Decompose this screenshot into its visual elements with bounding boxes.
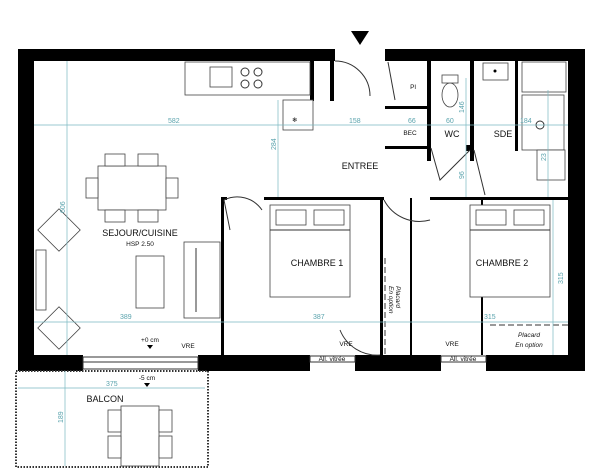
placard-option-chambre-1: En option bbox=[387, 286, 394, 314]
bathroom-fixtures bbox=[441, 61, 567, 181]
toilet-icon bbox=[441, 82, 459, 108]
svg-text:❄: ❄ bbox=[292, 116, 298, 124]
entrance-arrow-icon bbox=[351, 31, 369, 45]
level-interior: +0 cm bbox=[141, 337, 159, 344]
dim-582: 582 bbox=[168, 118, 180, 125]
dim-284: 284 bbox=[271, 138, 278, 150]
room-label-wc: WC bbox=[445, 129, 460, 139]
alt-vitree-chambre-2: All. vitrée bbox=[450, 356, 477, 363]
room-label-chambre-1: CHAMBRE 1 bbox=[291, 258, 344, 268]
placard-outlines bbox=[384, 258, 568, 355]
dim-387: 387 bbox=[313, 314, 325, 321]
level-marker-icon bbox=[147, 345, 153, 349]
placard-option-chambre-2: En option bbox=[515, 342, 543, 349]
bed-chambre-2 bbox=[469, 204, 551, 298]
dim-96: 96 bbox=[459, 171, 466, 179]
dim-184: 184 bbox=[520, 118, 532, 125]
windows bbox=[82, 355, 487, 370]
room-label-pl: Pl bbox=[410, 84, 416, 91]
sink-icon bbox=[209, 66, 233, 88]
fridge-icon bbox=[282, 99, 314, 131]
level-balcony: -5 cm bbox=[139, 375, 155, 382]
room-label-balcon: BALCON bbox=[86, 394, 123, 404]
dim-189: 189 bbox=[58, 411, 65, 423]
room-label-sde: SDE bbox=[494, 129, 513, 139]
dim-375: 375 bbox=[106, 381, 118, 388]
placard-label-chambre-1: Placard bbox=[394, 286, 401, 308]
room-label-chambre-2: CHAMBRE 2 bbox=[476, 258, 529, 268]
dim-66: 66 bbox=[408, 118, 416, 125]
kitchen-counter: ❄ bbox=[184, 61, 314, 131]
dim-23: 23 bbox=[541, 153, 548, 161]
living-furniture bbox=[35, 208, 221, 350]
vre-label-chambre-2: VRE bbox=[445, 341, 459, 348]
vre-label-sejour: VRE bbox=[181, 343, 195, 350]
room-height: HSP 2.50 bbox=[126, 241, 154, 248]
vre-label-chambre-1: VRE bbox=[339, 341, 353, 348]
room-label-bec: BEC bbox=[403, 130, 417, 137]
level-marker-icon bbox=[144, 383, 150, 387]
dim-146: 146 bbox=[459, 101, 466, 113]
room-label-sejour: SEJOUR/CUISINE bbox=[102, 228, 178, 238]
dim-60: 60 bbox=[446, 118, 454, 125]
placard-label-chambre-2: Placard bbox=[518, 332, 540, 339]
outer-walls bbox=[18, 49, 585, 371]
bed-chambre-1 bbox=[269, 204, 351, 298]
dim-315-v: 315 bbox=[558, 272, 565, 284]
room-label-entree: ENTREE bbox=[342, 161, 379, 171]
dimension-lines bbox=[18, 61, 568, 466]
dim-158: 158 bbox=[349, 118, 361, 125]
dim-606: 606 bbox=[60, 201, 67, 213]
dining-table bbox=[85, 153, 179, 223]
balcony bbox=[15, 370, 209, 468]
doors bbox=[223, 60, 486, 356]
dim-315-h: 315 bbox=[484, 314, 496, 321]
alt-vitree-chambre-1: All. vitrée bbox=[319, 356, 346, 363]
dim-389: 389 bbox=[120, 314, 132, 321]
